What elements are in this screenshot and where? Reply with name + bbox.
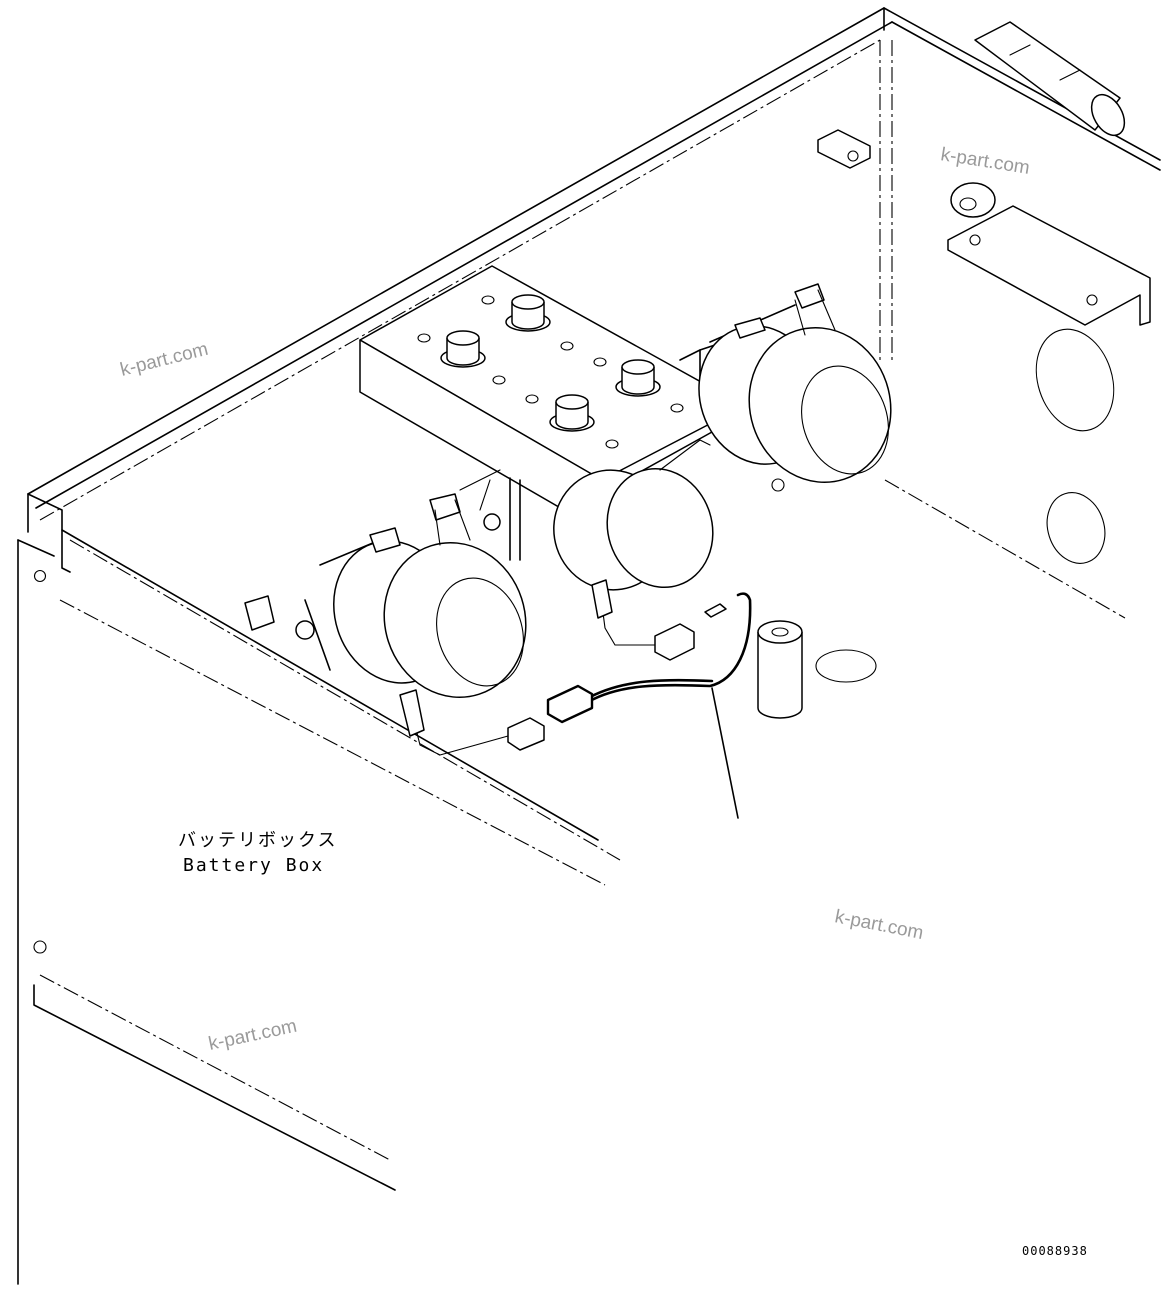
watermark-4: k-part.com <box>207 1016 299 1055</box>
horn-middle <box>459 439 714 591</box>
watermark-2: k-part.com <box>939 144 1031 179</box>
horn-right <box>679 283 892 492</box>
horn-units <box>244 283 892 699</box>
watermark-3: k-part.com <box>833 906 925 944</box>
watermark-1: k-part.com <box>118 339 210 381</box>
horn-left <box>244 493 527 699</box>
switch-knobs <box>440 294 661 432</box>
drawing-number: 00088938 <box>1022 1244 1088 1258</box>
fuse-cylinder <box>757 620 877 719</box>
battery-box-label-en: Battery Box <box>183 855 324 876</box>
battery-box-outline <box>17 7 1161 1285</box>
wiring-harness <box>399 579 752 819</box>
battery-box-label-jp: バッテリボックス <box>178 830 337 851</box>
side-brackets <box>817 21 1151 326</box>
